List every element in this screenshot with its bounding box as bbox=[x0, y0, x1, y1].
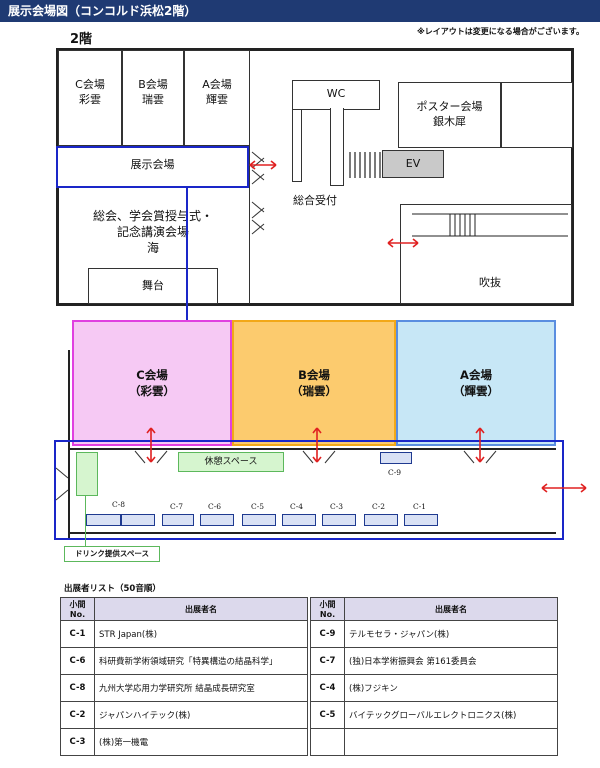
booth-label: C-7 bbox=[170, 502, 184, 511]
exhibit-hall-label: 展示会場 bbox=[130, 158, 175, 171]
entrance-arrow-icon bbox=[312, 427, 322, 463]
door-icon bbox=[55, 467, 69, 501]
escalator-icon bbox=[412, 213, 568, 237]
layout-note: ※レイアウトは変更になる場合がございます。 bbox=[417, 27, 584, 36]
leader-line bbox=[85, 496, 87, 546]
atrium bbox=[400, 204, 572, 304]
main-hall-label: 総会、学会賞授与式・ 記念講演会場 海 bbox=[92, 209, 213, 256]
booth-label: C-9 bbox=[388, 468, 402, 477]
poster-label: ポスター会場 銀木犀 bbox=[416, 100, 483, 128]
wc-corridor bbox=[330, 108, 344, 186]
entrance-arrow-icon bbox=[541, 483, 587, 493]
booth-c4 bbox=[282, 514, 316, 526]
booth-label: C-3 bbox=[330, 502, 344, 511]
booth-label: C-6 bbox=[208, 502, 222, 511]
room-c bbox=[58, 50, 122, 146]
room-b bbox=[122, 50, 184, 146]
booth-c8 bbox=[121, 514, 155, 526]
col-header-id: 小間No. bbox=[310, 597, 345, 621]
entrance-arrow-icon bbox=[387, 238, 419, 248]
exhibit-corridor bbox=[54, 440, 564, 540]
table-row: C-7(独)日本学術振興会 第161委員会 bbox=[310, 647, 558, 675]
entrance-arrow-icon bbox=[249, 160, 277, 170]
drink-counter bbox=[76, 452, 98, 496]
table-row: C-3(株)第一機電 bbox=[60, 728, 308, 756]
elevator-label: EV bbox=[405, 157, 421, 170]
wall bbox=[70, 448, 556, 450]
wall bbox=[571, 48, 574, 306]
wall bbox=[70, 532, 556, 534]
col-header-name: 出展者名 bbox=[94, 597, 308, 621]
poster-room bbox=[398, 82, 501, 148]
booth-label: C-2 bbox=[372, 502, 386, 511]
reception-label: 総合受付 bbox=[293, 194, 337, 207]
entrance-arrow-icon bbox=[475, 427, 485, 463]
wc-label: WC bbox=[326, 87, 346, 100]
wall bbox=[56, 48, 574, 51]
door-icon bbox=[251, 201, 265, 235]
elevator bbox=[382, 150, 444, 178]
atrium-label: 吹抜 bbox=[479, 276, 501, 289]
room-b-label: B会場 瑞雲 bbox=[138, 78, 168, 106]
booth-c2 bbox=[364, 514, 398, 526]
stairs-icon bbox=[349, 152, 381, 178]
hall-b: B会場 （瑞雲） bbox=[232, 320, 396, 446]
wall bbox=[56, 303, 574, 306]
col-header-id: 小間No. bbox=[60, 597, 95, 621]
poster-annex bbox=[501, 82, 573, 148]
door-icon bbox=[302, 450, 336, 464]
booth-c3 bbox=[322, 514, 356, 526]
booth-label: C-1 bbox=[413, 502, 427, 511]
booth-c9 bbox=[380, 452, 412, 464]
room-c-label: C会場 彩雲 bbox=[75, 78, 105, 106]
wall bbox=[68, 350, 70, 540]
door-icon bbox=[134, 450, 168, 464]
stage bbox=[88, 268, 218, 304]
drink-space-label: ドリンク提供スペース bbox=[64, 546, 160, 562]
booth-label: C-4 bbox=[290, 502, 304, 511]
exhibit-hall bbox=[56, 146, 249, 188]
booth-c1 bbox=[404, 514, 438, 526]
floor-label: 2階 bbox=[70, 32, 93, 47]
entrance-arrow-icon bbox=[146, 427, 156, 463]
hall-a: A会場 （輝雲） bbox=[396, 320, 556, 446]
wc bbox=[292, 80, 380, 110]
wall bbox=[292, 110, 302, 182]
stage-label: 舞台 bbox=[142, 279, 164, 292]
door-icon bbox=[463, 450, 497, 464]
rest-space: 休憩スペース bbox=[178, 452, 284, 472]
wall bbox=[249, 50, 251, 304]
booth-c8 bbox=[86, 514, 121, 526]
hall-c: C会場 （彩雲） bbox=[72, 320, 232, 446]
door-icon bbox=[251, 151, 265, 185]
page-header: 展示会場図（コンコルド浜松2階） bbox=[0, 0, 600, 22]
booth-label: C-8 bbox=[112, 500, 126, 509]
table-row: C-4(株)フジキン bbox=[310, 674, 558, 702]
booth-c7 bbox=[162, 514, 194, 526]
booth-c5 bbox=[242, 514, 276, 526]
table-row bbox=[310, 728, 558, 756]
booth-label: C-5 bbox=[251, 502, 265, 511]
room-a-label: A会場 輝雲 bbox=[202, 78, 232, 106]
booth-c6 bbox=[200, 514, 234, 526]
exhibitor-list-title: 出展者リスト（50音順） bbox=[64, 584, 161, 594]
col-header-name: 出展者名 bbox=[344, 597, 558, 621]
